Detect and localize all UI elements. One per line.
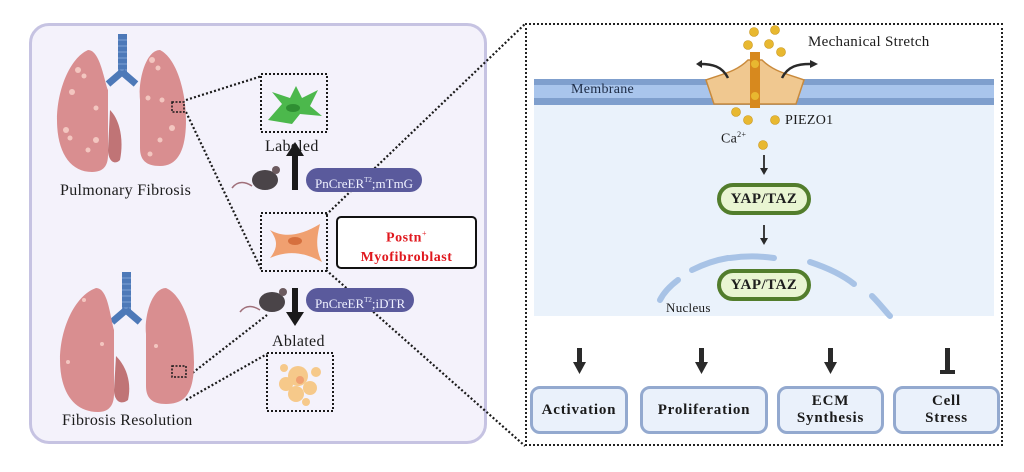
signal-arrow-icon — [760, 155, 768, 175]
outcome-activation: Activation — [530, 386, 628, 434]
yap-taz-nuclear: YAP/TAZ — [717, 269, 811, 301]
nucleus-label: Nucleus — [666, 300, 711, 315]
fibrotic-lung-icon — [57, 34, 186, 172]
mechanical-stretch-label: Mechanical Stretch — [808, 34, 930, 50]
outcome-cell-stress: Cell Stress — [893, 386, 1000, 434]
mouse-icon — [231, 166, 280, 190]
calcium-ions — [731, 25, 786, 150]
connector-line — [185, 74, 263, 102]
mouse-icon — [239, 288, 287, 313]
membrane-label: Membrane — [571, 82, 635, 97]
connector-line — [185, 353, 268, 401]
piezo1-label: PIEZO1 — [785, 113, 834, 128]
outcome-ecm-synthesis: ECM Synthesis — [777, 386, 884, 434]
calcium-label: Ca2+ — [721, 130, 747, 147]
myofibroblast-cell-icon — [260, 212, 328, 272]
genotype-idtr-badge: PnCreERT2;iDTR — [306, 288, 415, 312]
resolved-lung-icon — [60, 272, 194, 412]
ablated-cell-icon — [266, 352, 334, 412]
pulmonary-fibrosis-label: Pulmonary Fibrosis — [60, 182, 192, 199]
down-arrow-icon — [286, 288, 304, 326]
labeled-cell-icon — [260, 73, 328, 133]
postn-myofibroblast-label: Postn+ Myofibroblast — [336, 216, 477, 269]
up-arrow-icon — [286, 142, 304, 190]
yap-taz-cytoplasmic: YAP/TAZ — [717, 183, 811, 215]
connector-line — [185, 314, 268, 379]
mechanism-panel — [525, 23, 1003, 446]
stretch-arrows-icon — [699, 62, 811, 79]
fibrosis-resolution-label: Fibrosis Resolution — [62, 412, 193, 429]
labeled-label: Labeled — [265, 138, 319, 155]
outcome-proliferation: Proliferation — [640, 386, 768, 434]
nucleus-envelope — [657, 253, 893, 319]
signal-arrow-icon — [760, 225, 768, 245]
zoom-connectors — [185, 23, 526, 447]
genotype-mtmg-badge: PnCreERT2;mTmG — [306, 168, 423, 192]
ablated-label: Ablated — [272, 333, 325, 350]
outcome-arrows — [573, 348, 955, 374]
piezo1-channel-icon — [705, 52, 805, 108]
